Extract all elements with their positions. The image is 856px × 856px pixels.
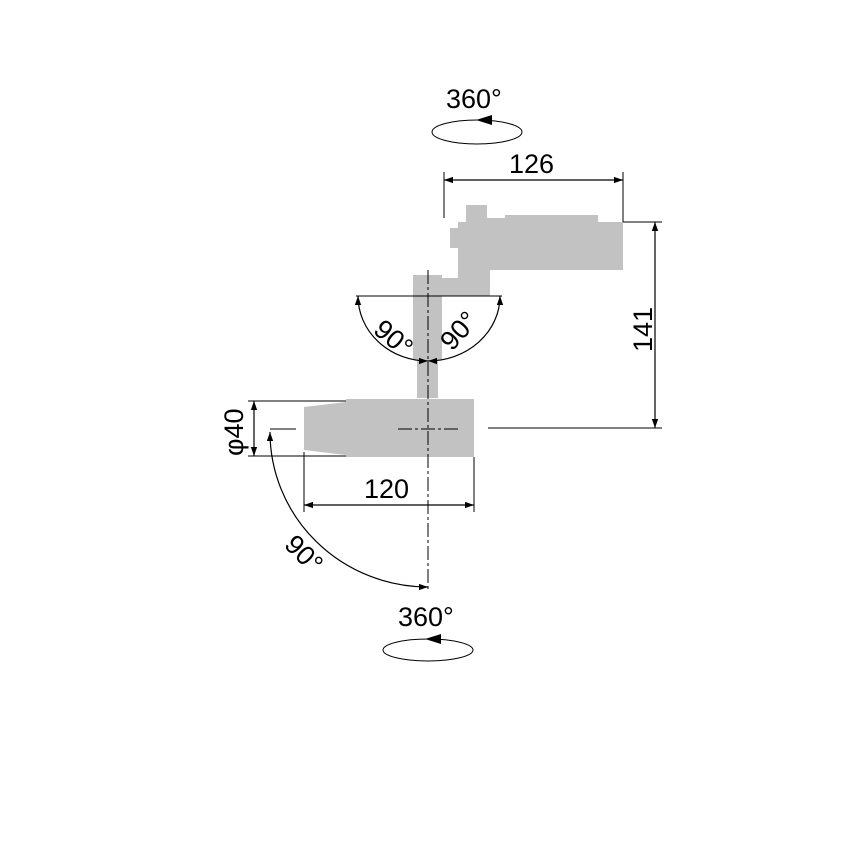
bottom-rotation-ellipse [382,638,474,662]
lamp-head [304,399,474,457]
swing-arc [266,431,429,591]
dimension-adapter-width: 126 [443,149,624,222]
dimension-diameter: φ40 [219,400,346,457]
bottom-rotation-label: 360° [398,602,454,632]
head-length-label: 120 [364,474,409,504]
tilt-arc-left [354,295,429,365]
bottom-rotation-arrow-icon [425,634,441,644]
top-rotation-label: 360° [446,84,502,114]
bottom-rotation-indicator: 360° [382,602,474,662]
track-adapter [440,205,623,296]
head-swing-label: 90° [279,529,329,579]
lamp-head-body [304,399,474,457]
top-rotation-indicator: 360° [431,84,523,145]
top-rotation-arrow-icon [476,115,492,125]
dimension-total-height: 141 [623,221,662,428]
adapter-body [450,205,623,278]
total-height-label: 141 [628,307,658,352]
tilt-arc-right [427,295,504,365]
dimension-head-length: 120 [303,452,475,512]
top-rotation-ellipse [431,119,523,145]
adapter-width-label: 126 [509,149,554,179]
diameter-label: φ40 [219,408,249,456]
tilt-left-label: 90° [368,314,419,363]
adapter-lower-block [440,278,490,296]
